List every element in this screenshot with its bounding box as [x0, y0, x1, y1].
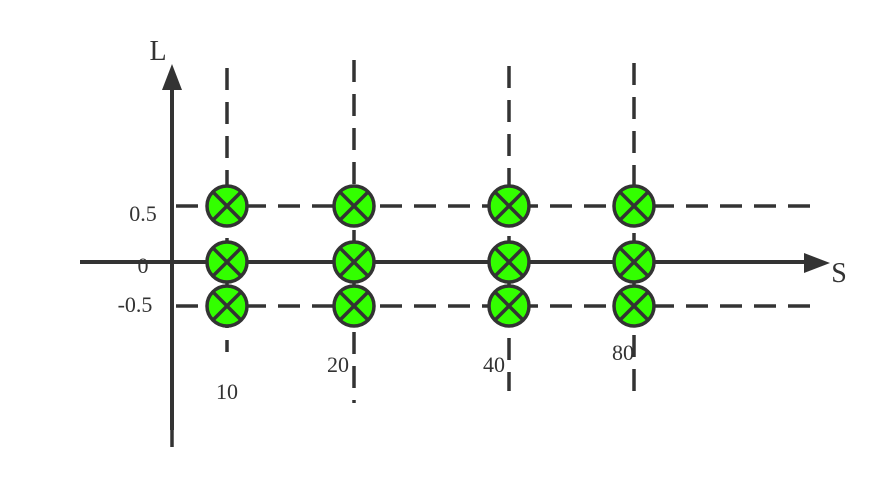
marker-cross-icon — [494, 247, 524, 277]
circle-x-marker — [487, 284, 531, 328]
marker-cross-icon — [212, 247, 242, 277]
circle-x-marker — [487, 240, 531, 284]
marker-cross-icon — [619, 247, 649, 277]
l-tick-label: -0.5 — [118, 292, 153, 317]
circle-x-marker — [612, 240, 656, 284]
marker-grid — [205, 184, 656, 328]
circle-x-marker — [332, 240, 376, 284]
s-axis-arrowhead-icon — [804, 253, 830, 273]
l-tick-label: 0 — [138, 253, 149, 278]
marker-cross-icon — [619, 191, 649, 221]
marker-cross-icon — [212, 291, 242, 321]
marker-cross-icon — [339, 247, 369, 277]
marker-cross-icon — [339, 291, 369, 321]
axes — [80, 64, 830, 447]
s-tick-label: 40 — [483, 352, 505, 377]
marker-cross-icon — [494, 191, 524, 221]
circle-x-marker — [332, 184, 376, 228]
l-tick-label: 0.5 — [129, 201, 157, 226]
marker-cross-icon — [494, 291, 524, 321]
circle-x-marker — [612, 284, 656, 328]
labels: L S 0.5 0 -0.5 10 20 40 80 — [118, 36, 847, 404]
circle-x-marker — [205, 184, 249, 228]
circle-x-marker — [332, 284, 376, 328]
marker-cross-icon — [212, 191, 242, 221]
l-axis-name: L — [149, 36, 166, 67]
circle-x-marker — [487, 184, 531, 228]
s-tick-label: 80 — [612, 340, 634, 365]
s-tick-label: 20 — [327, 352, 349, 377]
marker-cross-icon — [619, 291, 649, 321]
marker-cross-icon — [339, 191, 369, 221]
circle-x-marker — [205, 284, 249, 328]
circle-x-marker — [612, 184, 656, 228]
s-tick-label: 10 — [216, 379, 238, 404]
circle-x-marker — [205, 240, 249, 284]
s-axis-name: S — [831, 258, 847, 289]
l-axis-arrowhead-icon — [162, 64, 182, 90]
